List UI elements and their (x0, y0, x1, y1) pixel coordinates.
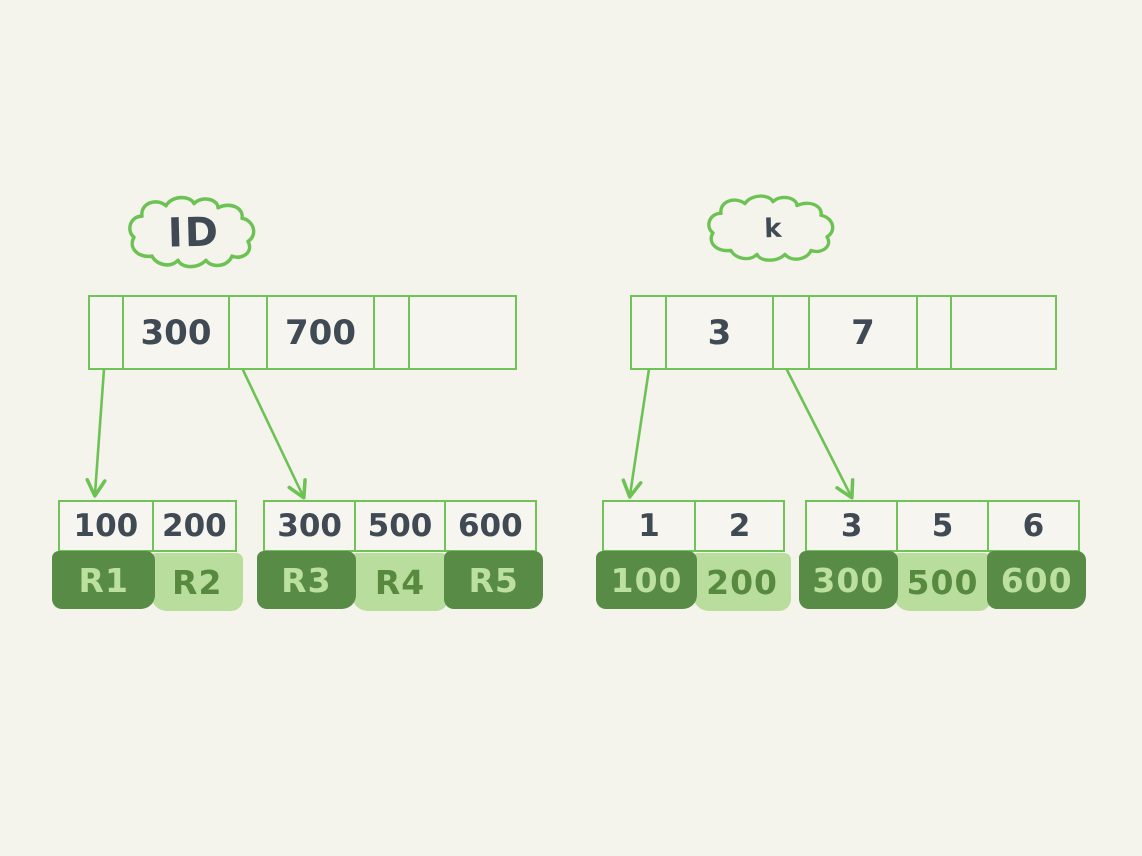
cloud-outline-icon (128, 195, 256, 269)
leaf-pointer-row: 300 500 600 (799, 551, 1086, 611)
record-value-cell: 200 (693, 553, 791, 611)
record-pointer-cell: R2 (151, 553, 243, 611)
index-name-left: ID (167, 209, 221, 257)
leaf-pointer-row: R1 R2 (52, 551, 243, 611)
root-node-id: 300 700 (88, 295, 517, 370)
empty-key-cell (952, 297, 1055, 368)
key-cell: 500 (356, 502, 446, 550)
key-cell: 7 (810, 297, 918, 368)
leaf-key-row: 100 200 (58, 500, 237, 552)
arrow-id-root-to-leaf1 (85, 367, 107, 498)
key-cell: 2 (728, 508, 751, 544)
key-cell: 100 (60, 502, 154, 550)
key-cell: 3 (807, 502, 899, 550)
key-cell: 3 (667, 297, 774, 368)
pointer-slot-cell (632, 297, 667, 368)
key-cell: 600 (457, 508, 523, 544)
leaf-pointer-row: 100 200 (596, 551, 791, 611)
pointer-slot-cell (918, 297, 952, 368)
key-cell: 700 (268, 297, 375, 368)
key-cell: 6 (1022, 508, 1045, 544)
leaf-node-id-1: 100 200 R1 R2 (52, 500, 243, 611)
record-value-cell: 300 (799, 551, 898, 609)
index-label-cloud-id: ID (124, 191, 264, 275)
leaf-key-row: 3 5 6 (805, 500, 1080, 552)
record-value-cell: 500 (893, 553, 992, 611)
record-pointer-cell: R5 (444, 551, 543, 609)
arrow-k-root-to-leaf1 (621, 367, 651, 499)
index-name-right: k (763, 213, 783, 245)
record-pointer-cell: R1 (52, 551, 156, 609)
leaf-key-row: 300 500 600 (263, 500, 537, 552)
record-value-cell: 600 (987, 551, 1086, 609)
empty-key-cell (410, 297, 515, 368)
pointer-slot-cell (375, 297, 410, 368)
pointer-slot-cell (90, 297, 124, 368)
leaf-pointer-row: R3 R4 R5 (257, 551, 543, 611)
key-cell: 1 (604, 502, 696, 550)
pointer-slot-cell (774, 297, 810, 368)
arrow-k-root-to-leaf2 (785, 368, 855, 500)
leaf-node-k-1: 1 2 100 200 (596, 500, 791, 611)
leaf-key-row: 1 2 (602, 500, 785, 552)
record-value-cell: 100 (596, 551, 698, 609)
record-pointer-cell: R4 (351, 553, 449, 611)
root-node-k: 3 7 (630, 295, 1057, 370)
record-pointer-cell: R3 (257, 551, 356, 609)
key-cell: 300 (265, 502, 357, 550)
key-cell: 200 (162, 508, 227, 544)
key-cell: 300 (124, 297, 230, 368)
cloud-outline-icon (707, 194, 835, 262)
pointer-slot-cell (230, 297, 268, 368)
leaf-node-id-2: 300 500 600 R3 R4 R5 (257, 500, 543, 611)
leaf-node-k-2: 3 5 6 300 500 600 (799, 500, 1086, 611)
key-cell: 5 (898, 502, 989, 550)
index-label-cloud-k: k (703, 190, 843, 268)
arrow-id-root-to-leaf2 (241, 368, 307, 500)
